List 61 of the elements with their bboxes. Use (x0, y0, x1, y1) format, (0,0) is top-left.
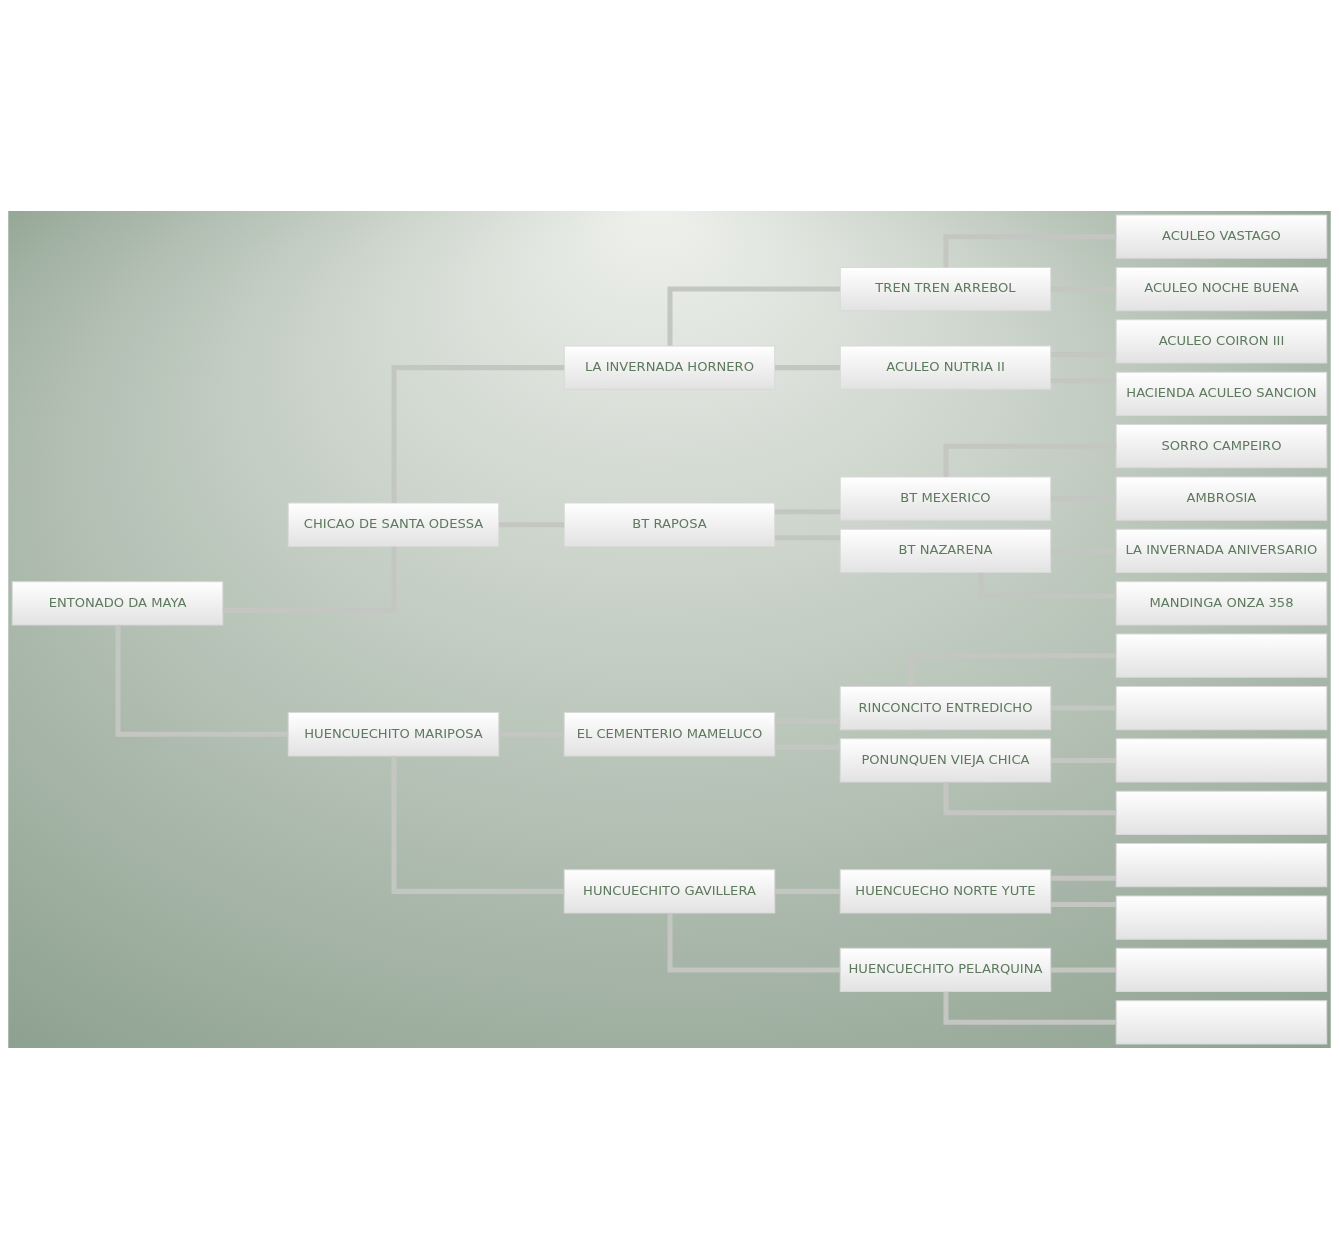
node-box: EL CEMENTERIO MAMELUCO (563, 711, 776, 756)
node-box (1115, 790, 1328, 835)
node-box (1115, 633, 1328, 678)
connector (1051, 495, 1116, 501)
connector (943, 233, 1117, 267)
connector (1051, 757, 1116, 763)
node-box: TREN TREN ARREBOL (839, 266, 1052, 311)
connector (1051, 705, 1116, 711)
node-box: ENTONADO DA MAYA (11, 580, 224, 625)
connector (499, 521, 565, 527)
connector (667, 912, 841, 972)
node-box: HUENCUECHITO PELARQUINA (839, 947, 1052, 992)
node-box (1115, 842, 1328, 887)
connector (1051, 901, 1116, 907)
node-box (1115, 999, 1328, 1044)
connector (115, 624, 289, 737)
node-box (1115, 737, 1328, 783)
connector (775, 508, 840, 514)
connector (775, 888, 840, 894)
connector (1051, 547, 1116, 553)
node-box: HACIENDA ACULEO SANCION (1115, 371, 1328, 416)
node-box: HUENCUECHO NORTE YUTE (839, 868, 1052, 914)
node-box (1115, 894, 1328, 940)
node-box: HUENCUECHITO MARIPOSA (287, 711, 500, 756)
node-box: BT NAZARENA (839, 528, 1052, 573)
connector (1051, 966, 1116, 972)
node-box: ACULEO NUTRIA II (839, 344, 1052, 390)
connector (1051, 875, 1116, 881)
node-box: AMBROSIA (1115, 475, 1328, 521)
connector (775, 744, 840, 750)
connector (775, 534, 840, 540)
node-box: ACULEO NOCHE BUENA (1115, 266, 1328, 311)
node-box (1115, 685, 1328, 730)
node-box: CHICAO DE SANTA ODESSA (287, 502, 500, 547)
connector (222, 546, 397, 613)
connector (978, 572, 1117, 599)
connector (943, 991, 1117, 1025)
node-box: HUNCUECHITO GAVILLERA (563, 868, 776, 914)
node-box: RINCONCITO ENTREDICHO (839, 685, 1052, 730)
connector (1051, 351, 1116, 357)
connector (1051, 377, 1116, 383)
connector (667, 286, 841, 346)
connector (908, 652, 1116, 686)
connector (1051, 286, 1116, 292)
connector (391, 755, 565, 894)
connector (391, 364, 565, 503)
connector (499, 731, 565, 737)
node-box: BT RAPOSA (563, 502, 776, 547)
node-box: BT MEXERICO (839, 475, 1052, 521)
connector (943, 443, 1117, 477)
node-box: LA INVERNADA HORNERO (563, 344, 776, 390)
connector (943, 781, 1117, 815)
connector (775, 718, 840, 724)
node-box: SORRO CAMPEIRO (1115, 423, 1328, 468)
node-box: MANDINGA ONZA 358 (1115, 580, 1328, 625)
node-box: ACULEO VASTAGO (1115, 214, 1328, 259)
node-box (1115, 947, 1328, 992)
node-box: PONUNQUEN VIEJA CHICA (839, 737, 1052, 783)
node-box: LA INVERNADA ANIVERSARIO (1115, 528, 1328, 573)
node-box: ACULEO COIRON III (1115, 318, 1328, 364)
connector (775, 364, 840, 370)
